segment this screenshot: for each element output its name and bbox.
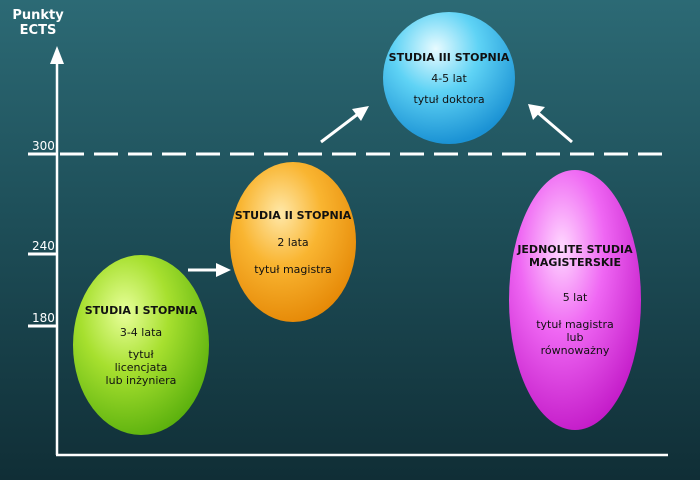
stage-ii-text: STUDIA II STOPNIA 2 lata tytuł magistra [230, 162, 356, 322]
arrow-i-to-ii [188, 263, 231, 277]
stage-jednolite-degree-line: tytuł magistra [536, 318, 614, 331]
ellipse-studia-i-stopnia [73, 255, 209, 435]
y-axis-title: Punkty ECTS [6, 8, 70, 38]
stage-i-degree-line: licencjata [114, 360, 168, 374]
stage-iii-degree: tytuł doktora [413, 92, 485, 106]
stage-jednolite-degree-line: lub [566, 331, 584, 344]
y-axis-title-line: Punkty [12, 8, 64, 23]
ellipse-studia-iii-stopnia [383, 12, 515, 144]
stage-jednolite-title: JEDNOLITE STUDIA MAGISTERSKIE [517, 243, 632, 269]
tick-label-180: 180 [32, 311, 55, 325]
arrow-jednolite-to-iii [528, 104, 573, 144]
stage-iii-title: STUDIA III STOPNIA [388, 50, 510, 64]
stage-i-duration: 3-4 lata [119, 325, 163, 339]
stage-iii-text: STUDIA III STOPNIA 4-5 lat tytuł doktora [383, 12, 515, 144]
stage-jednolite-degree: tytuł magistra lub równoważny [536, 318, 614, 357]
tick-label-300: 300 [32, 139, 55, 153]
tick-label-240: 240 [32, 239, 55, 253]
ellipse-jednolite-studia [509, 170, 641, 430]
stage-ii-duration: 2 lata [277, 235, 309, 249]
stage-i-text: STUDIA I STOPNIA 3-4 lata tytuł licencja… [73, 255, 209, 435]
stage-jednolite-degree-line: równoważny [540, 344, 610, 357]
stage-i-degree-line: tytuł [128, 347, 154, 361]
stage-i-degree-line: lub inżyniera [105, 373, 177, 387]
stage-jednolite-title-line: JEDNOLITE STUDIA [517, 243, 633, 256]
stage-i-title: STUDIA I STOPNIA [84, 303, 198, 317]
stage-jednolite-text: JEDNOLITE STUDIA MAGISTERSKIE 5 lat tytu… [509, 170, 641, 430]
ellipse-studia-ii-stopnia [230, 162, 356, 322]
stage-iii-duration: 4-5 lat [431, 71, 467, 85]
stage-i-degree: tytuł licencjata lub inżyniera [106, 348, 177, 387]
y-axis-title-line: ECTS [19, 23, 57, 38]
stage-ii-title: STUDIA II STOPNIA [234, 208, 352, 222]
arrow-ii-to-iii [320, 106, 369, 144]
y-axis-arrowhead [50, 46, 64, 64]
stage-jednolite-title-line: MAGISTERSKIE [528, 256, 622, 269]
stage-jednolite-duration: 5 lat [562, 291, 588, 304]
stage-ii-degree: tytuł magistra [254, 262, 332, 276]
